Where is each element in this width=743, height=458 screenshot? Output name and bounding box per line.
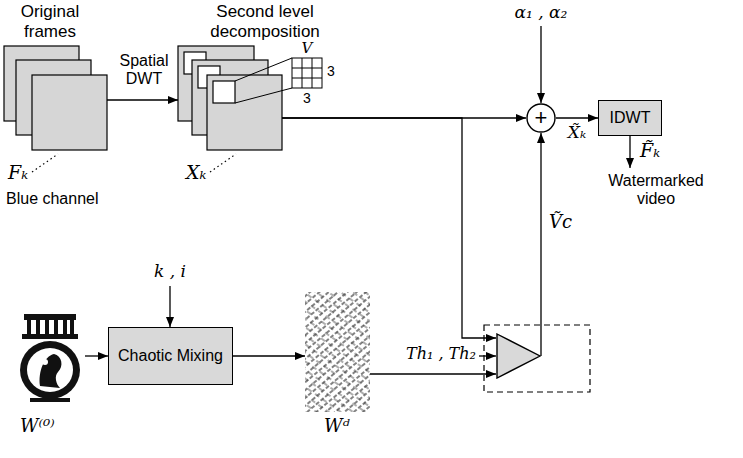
parameter-label: k , i: [140, 262, 200, 282]
frame-stack: Original framesFₖBlue channel: [4, 46, 107, 150]
parameter-label: α₁ , α₂: [496, 3, 586, 23]
connector: [85, 355, 108, 356]
block-grid: [292, 58, 322, 88]
watermark-logo: W⁽⁰⁾: [15, 312, 85, 402]
comparator-output: [540, 333, 541, 356]
logo-image: [20, 314, 80, 402]
output-label: Watermarked video: [598, 172, 714, 209]
scrambled-watermark: Wᵈ: [305, 292, 370, 412]
signal-label: F̃ₖ: [640, 140, 660, 162]
comparator: Th₁ , Th₂: [496, 333, 541, 379]
decomposed-frames: [178, 46, 282, 150]
process-box: Chaotic Mixing: [108, 327, 233, 385]
node-text: Chaotic Mixing: [118, 348, 223, 364]
input-arrow: [540, 26, 541, 103]
input-arrow: [479, 355, 496, 356]
dimension: 3: [327, 63, 335, 79]
leader-line: [235, 58, 292, 103]
connector: [370, 373, 496, 374]
node-text: Second level decomposition: [203, 2, 327, 41]
node-text: W⁽⁰⁾: [20, 416, 55, 437]
connector: [540, 133, 541, 333]
node-text: Th₁ , Th₂: [384, 345, 476, 363]
connector: [107, 99, 178, 100]
node-text: IDWT: [610, 110, 651, 126]
block-name: V: [300, 40, 314, 57]
connector: [282, 118, 496, 338]
node-text: +: [535, 107, 548, 129]
dotted-line: [32, 154, 58, 172]
dimension: 3: [302, 90, 312, 106]
node-text: Fₖ: [8, 162, 28, 184]
dotted-line: [210, 154, 236, 172]
triangle-outline: [496, 333, 541, 379]
connector: [556, 117, 598, 118]
dashed-frame: [484, 325, 590, 392]
output-arrow: [629, 136, 630, 168]
node-text: Wᵈ: [324, 416, 350, 437]
node-text: Xₖ: [186, 162, 206, 184]
node-text: Original frames: [4, 2, 96, 41]
input-arrow: [169, 286, 170, 327]
connector: [233, 355, 305, 356]
frame-stack: [4, 46, 107, 150]
edge-label: X̃ₖ: [558, 123, 596, 143]
edge-label: Spatial DWT: [108, 52, 180, 89]
sum-node: +: [526, 103, 556, 133]
edge-label: Ṽc: [549, 212, 572, 233]
process-box: IDWT: [598, 100, 662, 136]
scrambled-watermark: [305, 292, 370, 412]
decomposition-stack: Second level decompositionXₖ: [178, 46, 282, 150]
node-text: Blue channel: [6, 190, 99, 208]
